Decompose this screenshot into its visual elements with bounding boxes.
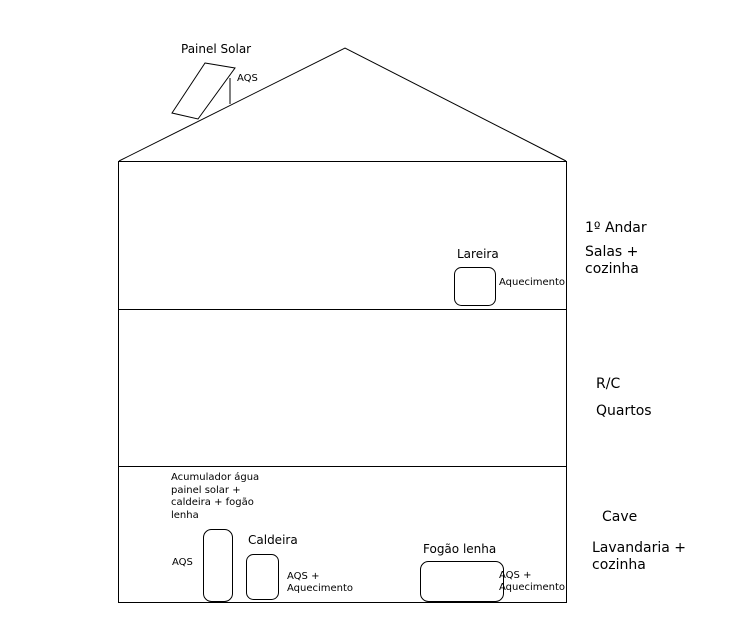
- house-outline: [118, 161, 567, 603]
- boiler-label: Caldeira: [248, 533, 298, 547]
- first-floor-rooms: Salas + cozinha: [585, 244, 639, 277]
- solar-aqs-label: AQS: [237, 73, 258, 84]
- wood-stove-box: [420, 561, 504, 602]
- basement-name: Cave: [602, 509, 638, 525]
- accumulator-label: Acumulador água painel solar + caldeira …: [171, 472, 260, 521]
- boiler-box: [246, 554, 279, 600]
- roof: [118, 47, 567, 162]
- fireplace-label: Lareira: [457, 247, 499, 261]
- wood-stove-label: Fogão lenha: [423, 542, 497, 556]
- solar-panel-label: Painel Solar: [181, 42, 252, 56]
- first-floor-name: 1º Andar: [585, 220, 647, 236]
- solar-panel: [171, 62, 236, 120]
- fireplace-box: [454, 267, 496, 306]
- ground-floor-name: R/C: [596, 376, 621, 392]
- basement-rooms: Lavandaria + cozinha: [592, 540, 686, 573]
- ground-floor-rooms: Quartos: [596, 403, 652, 419]
- accumulator-tank: [203, 529, 233, 602]
- fireplace-use-label: Aquecimento: [499, 277, 566, 288]
- wood-stove-use-label: AQS + Aquecimento: [499, 570, 566, 593]
- boiler-use-label: AQS + Aquecimento: [287, 571, 354, 594]
- accumulator-use-label: AQS: [172, 557, 193, 568]
